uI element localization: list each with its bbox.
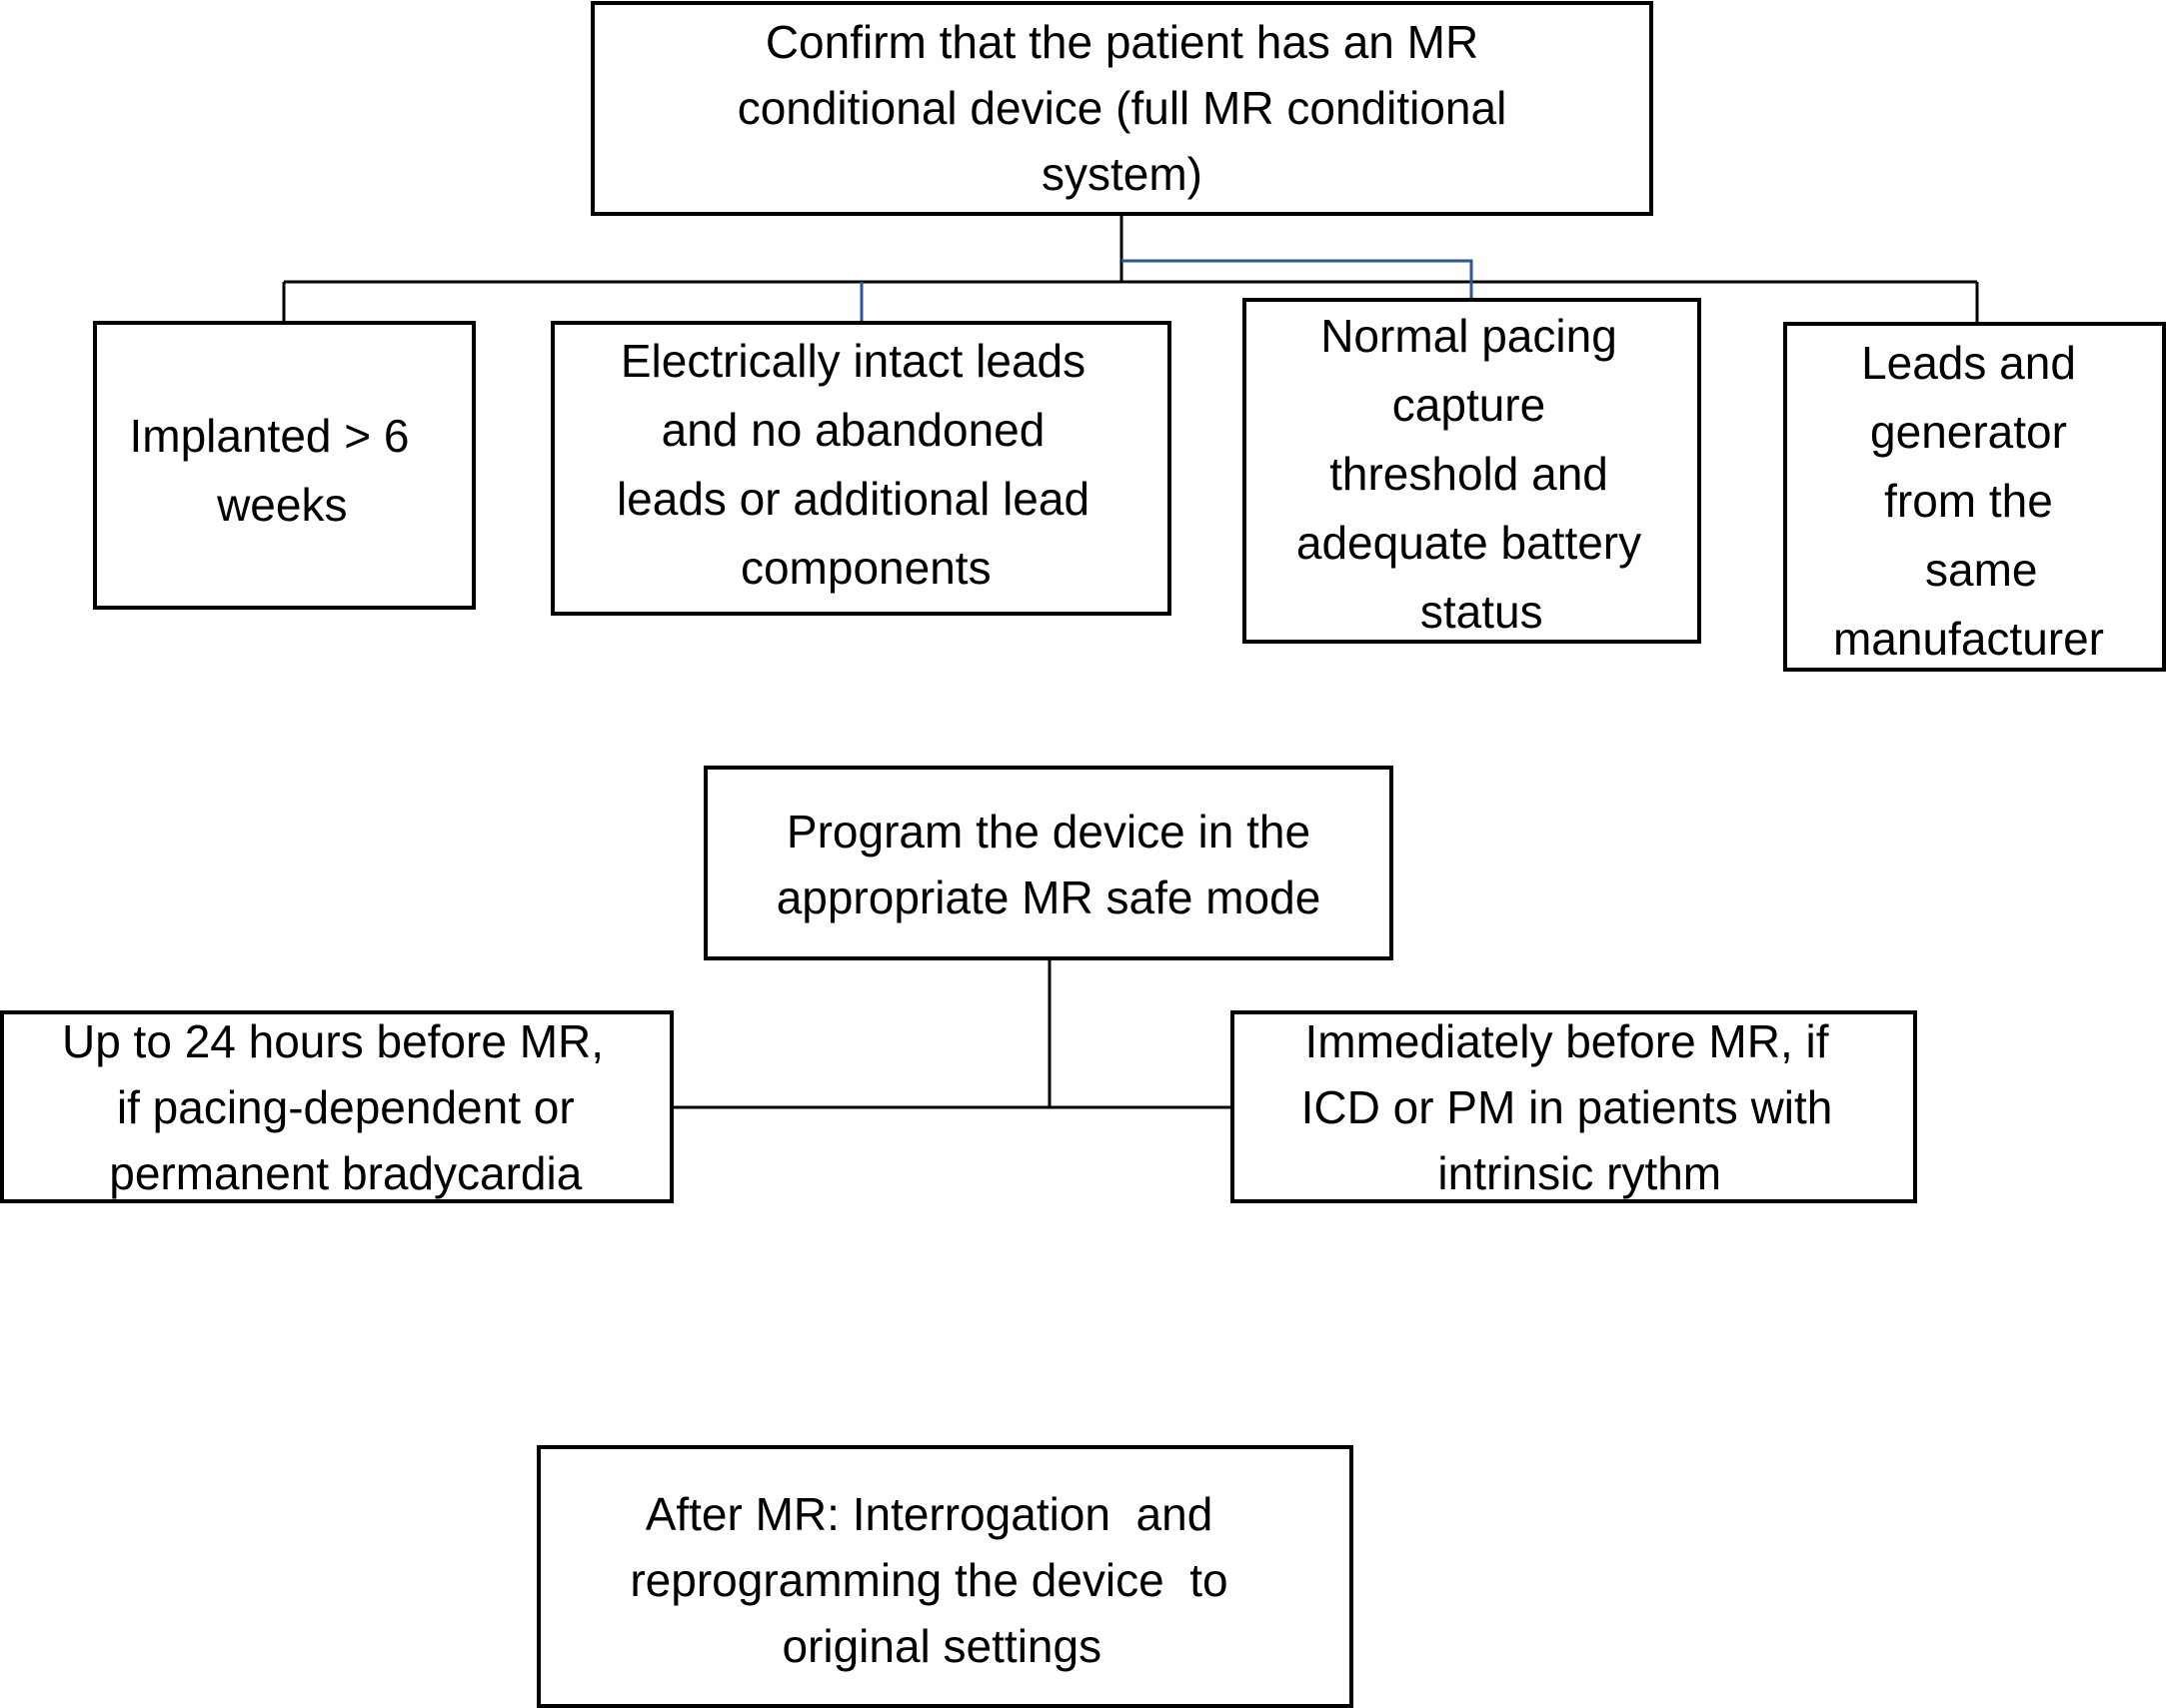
pacing-battery-box: Normal pacing capture threshold and adeq… (1242, 298, 1701, 644)
confirm-device-box: Confirm that the patient has an MR condi… (591, 1, 1653, 216)
leads-intact-text: Electrically intact leads and no abandon… (616, 335, 1090, 594)
same-manufacturer-text: Leads and generator from the same manufa… (1832, 337, 2104, 665)
leads-intact-box: Electrically intact leads and no abandon… (551, 321, 1171, 616)
before-24h-text: Up to 24 hours before MR, if pacing-depe… (61, 1015, 605, 1199)
before-24h-box: Up to 24 hours before MR, if pacing-depe… (0, 1010, 674, 1203)
same-manufacturer-box: Leads and generator from the same manufa… (1783, 322, 2166, 672)
after-mr-box: After MR: Interrogation and reprogrammin… (537, 1445, 1353, 1708)
connector-to-pacing-battery (1121, 259, 1473, 300)
program-mode-box: Program the device in the appropriate MR… (704, 766, 1393, 960)
confirm-device-text: Confirm that the patient has an MR condi… (737, 16, 1507, 200)
implanted-box: Implanted > 6 weeks (93, 321, 476, 610)
implanted-text: Implanted > 6 weeks (129, 410, 410, 531)
immediately-before-text: Immediately before MR, if ICD or PM in p… (1300, 1015, 1833, 1199)
after-mr-text: After MR: Interrogation and reprogrammin… (630, 1488, 1228, 1672)
program-mode-text: Program the device in the appropriate MR… (776, 806, 1321, 923)
pacing-battery-text: Normal pacing capture threshold and adeq… (1295, 310, 1642, 638)
immediately-before-box: Immediately before MR, if ICD or PM in p… (1230, 1010, 1917, 1203)
